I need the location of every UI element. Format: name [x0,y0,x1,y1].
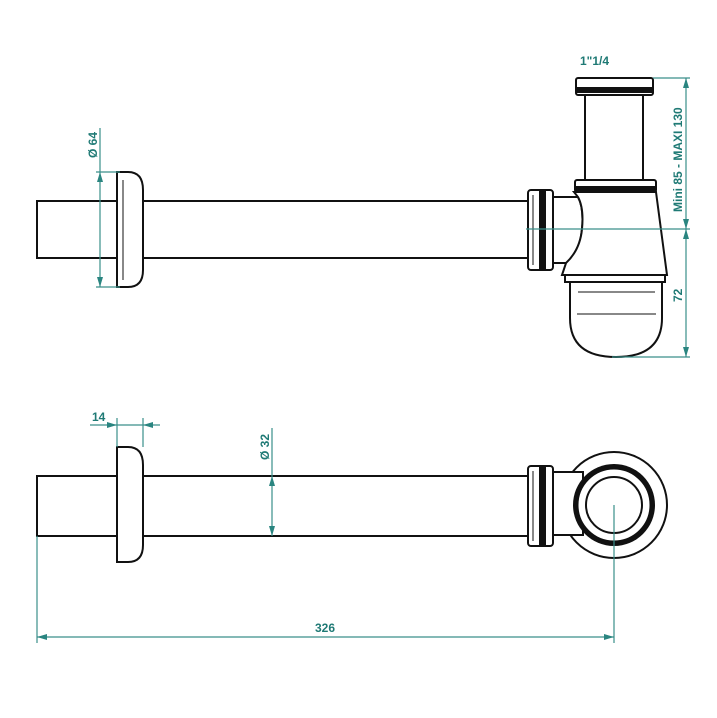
wall-pipe-plan [36,475,529,537]
overall-length-label: 326 [315,621,335,635]
bottle-trap [552,77,669,359]
height-range-label: Mini 85 - MAXI 130 [671,107,685,212]
plan-view: 14 Ø 32 326 [36,410,668,643]
side-view: Ø 64 Mini 85 - MAXI 130 72 1"1/4 [36,54,690,359]
dimension-height: Mini 85 - MAXI 130 72 [612,77,690,358]
rosette-thickness-label: 14 [92,410,106,424]
dimension-overall-length: 326 [36,505,615,643]
pipe-diameter-label: Ø 32 [258,434,272,460]
dimension-pipe-diameter: Ø 32 [258,428,275,536]
pipe-nut-plan [527,465,554,547]
rosette-plan [116,446,144,563]
rosette-diameter-label: Ø 64 [86,132,100,158]
pipe-nut [527,189,554,271]
dimension-rosette-diameter: Ø 64 [86,128,120,288]
bowl-depth-label: 72 [671,288,685,302]
rosette [116,171,144,288]
wall-pipe [36,200,529,259]
thread-size-label: 1"1/4 [580,54,609,68]
dimension-rosette-thickness: 14 [90,410,160,447]
